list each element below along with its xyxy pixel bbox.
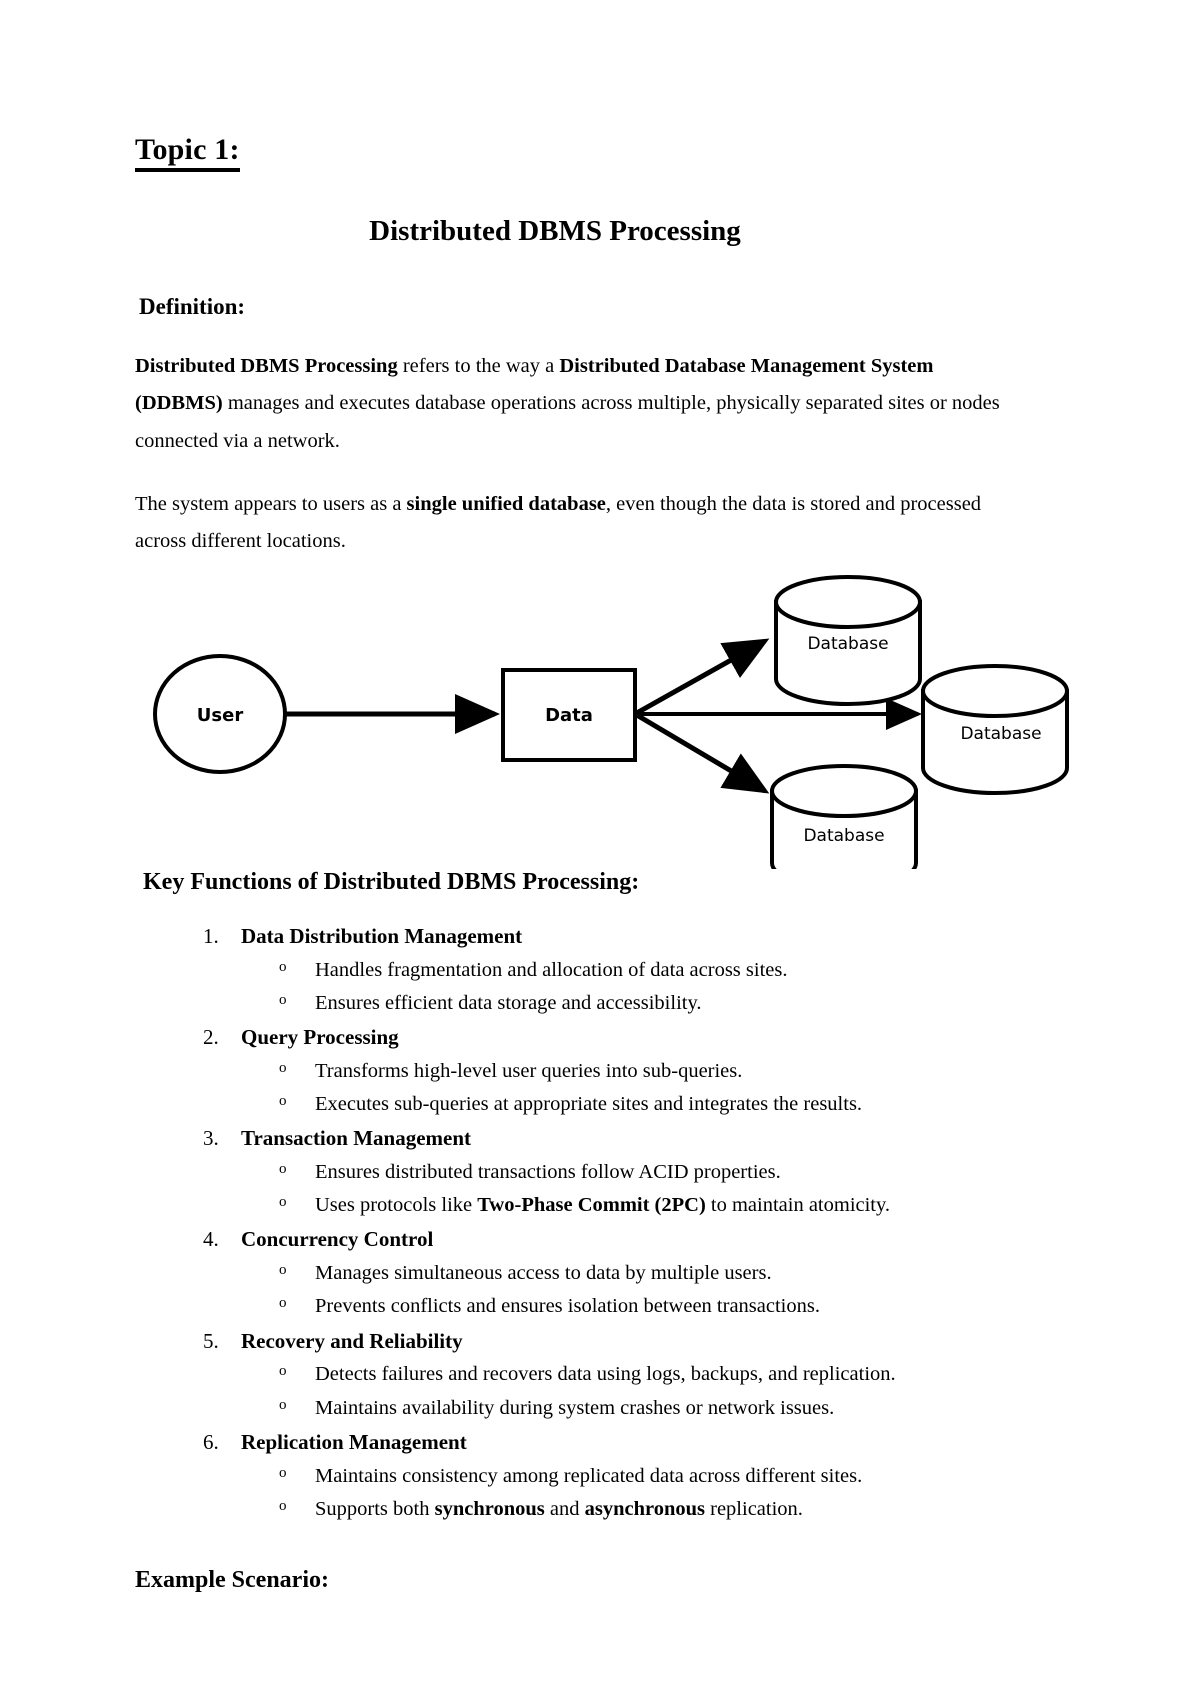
key-functions-heading: Key Functions of Distributed DBMS Proces… — [143, 868, 640, 895]
list-item: Maintains availability during system cra… — [279, 1393, 1015, 1424]
list-item: Ensures distributed transactions follow … — [279, 1157, 1015, 1188]
list-item: Handles fragmentation and allocation of … — [279, 955, 1015, 986]
bullet-text-cont-2: replication. — [705, 1497, 803, 1520]
function-title: Query Processing — [241, 1024, 399, 1049]
bullet-text: Executes sub-queries at appropriate site… — [315, 1092, 863, 1115]
list-item: Ensures efficient data storage and acces… — [279, 988, 1015, 1019]
key-functions-list-block: Data Distribution Management Handles fra… — [135, 896, 1015, 1525]
definition-paragraph: Distributed DBMS Processing refers to th… — [135, 322, 1015, 460]
definition-text-1: refers to the way a — [397, 355, 560, 378]
bullet-text: Maintains consistency among replicated d… — [315, 1464, 863, 1487]
bullet-text: Handles fragmentation and allocation of … — [315, 958, 788, 981]
function-title: Recovery and Reliability — [241, 1328, 463, 1353]
ddbms-architecture-diagram: User Data Database — [145, 569, 1085, 869]
function-title: Data Distribution Management — [241, 923, 523, 948]
bullet-text: Ensures efficient data storage and acces… — [315, 991, 702, 1014]
list-item: Query Processing Transforms high-level u… — [203, 1022, 1015, 1120]
database-node-right-label: Database — [960, 724, 1041, 744]
bullet-bold-term-2: asynchronous — [584, 1497, 705, 1520]
unified-database-paragraph: The system appears to users as a single … — [135, 460, 1015, 561]
example-scenario-heading: Example Scenario: — [135, 1566, 329, 1593]
database-node-bottom-label: Database — [803, 826, 884, 846]
bullet-text: Transforms high-level user queries into … — [315, 1059, 743, 1082]
function-bullets: Handles fragmentation and allocation of … — [241, 955, 1015, 1019]
list-item: Transforms high-level user queries into … — [279, 1056, 1015, 1087]
definition-text-2: manages and executes database operations… — [135, 392, 1000, 452]
list-item: Prevents conflicts and ensures isolation… — [279, 1291, 1015, 1322]
bullet-text: Supports both — [315, 1497, 435, 1520]
database-node-top: Database — [774, 574, 922, 706]
unified-text-1: The system appears to users as a — [135, 493, 407, 516]
list-item: Executes sub-queries at appropriate site… — [279, 1089, 1015, 1120]
function-bullets: Detects failures and recovers data using… — [241, 1359, 1015, 1423]
function-bullets: Ensures distributed transactions follow … — [241, 1157, 1015, 1221]
function-title: Transaction Management — [241, 1126, 472, 1151]
bullet-text: Ensures distributed transactions follow … — [315, 1161, 781, 1184]
bullet-text-cont-1: and — [544, 1497, 585, 1520]
database-node-right: Database — [921, 663, 1069, 795]
function-title: Concurrency Control — [241, 1227, 434, 1252]
list-item: Data Distribution Management Handles fra… — [203, 921, 1015, 1019]
arrow-data-to-database-bottom — [633, 711, 770, 794]
list-item: Detects failures and recovers data using… — [279, 1359, 1015, 1390]
list-item: Maintains consistency among replicated d… — [279, 1461, 1015, 1492]
bullet-text: Manages simultaneous access to data by m… — [315, 1262, 772, 1285]
bullet-bold-term-1: synchronous — [434, 1497, 545, 1520]
document-content: Topic 1: Distributed DBMS Processing Def… — [135, 0, 1069, 1594]
bullet-bold-term: Two-Phase Commit (2PC) — [477, 1194, 706, 1217]
list-item: Replication Management Maintains consist… — [203, 1427, 1015, 1525]
key-functions-list: Data Distribution Management Handles fra… — [135, 921, 1015, 1525]
data-node-label: Data — [545, 705, 593, 726]
unified-text-2: , even though the data is stored and pro… — [135, 493, 982, 553]
definition-term-1: Distributed DBMS Processing — [135, 355, 398, 378]
function-bullets: Manages simultaneous access to data by m… — [241, 1258, 1015, 1322]
bullet-text: Detects failures and recovers data using… — [315, 1363, 896, 1386]
list-item: Transaction Management Ensures distribut… — [203, 1123, 1015, 1221]
user-node — [153, 653, 287, 774]
list-item: Recovery and Reliability Detects failure… — [203, 1326, 1015, 1424]
page-title: Distributed DBMS Processing — [369, 214, 741, 247]
data-node — [501, 667, 637, 762]
unified-term-1: single unified database — [406, 493, 606, 516]
database-node-top-label: Database — [807, 634, 888, 654]
bullet-text: Uses protocols like — [315, 1194, 478, 1217]
bullet-text-cont: to maintain atomicity. — [705, 1194, 891, 1217]
definition-heading: Definition: — [139, 294, 246, 320]
definition-term-2: Distributed Database Management System (… — [135, 355, 934, 415]
arrow-data-to-database-top — [633, 638, 770, 716]
function-title: Replication Management — [241, 1429, 467, 1454]
function-bullets: Maintains consistency among replicated d… — [241, 1461, 1015, 1525]
function-bullets: Transforms high-level user queries into … — [241, 1056, 1015, 1120]
list-item: Concurrency Control Manages simultaneous… — [203, 1224, 1015, 1322]
diagram-svg: User Data Database — [153, 574, 1069, 869]
list-item: Manages simultaneous access to data by m… — [279, 1258, 1015, 1289]
list-item: Supports both synchronous and asynchrono… — [279, 1494, 1015, 1525]
bullet-text: Prevents conflicts and ensures isolation… — [315, 1295, 820, 1318]
database-node-bottom: Database — [770, 763, 918, 869]
topic-heading: Topic 1: — [135, 0, 240, 172]
bullet-text: Maintains availability during system cra… — [315, 1396, 835, 1419]
user-node-label: User — [197, 705, 244, 726]
list-item: Uses protocols like Two-Phase Commit (2P… — [279, 1190, 1015, 1221]
